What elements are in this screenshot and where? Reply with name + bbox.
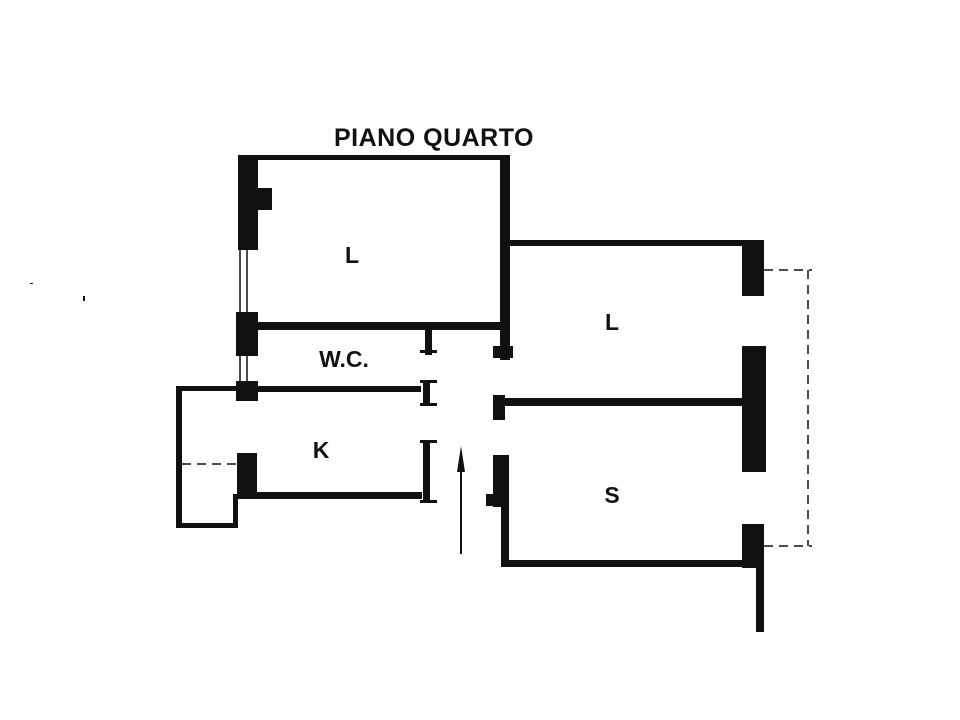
room-label-bathroom: W.C. — [319, 346, 369, 372]
floor-title: PIANO QUARTO — [334, 124, 534, 152]
room-label-living: S — [604, 482, 620, 508]
room-bedroom-right — [503, 240, 812, 546]
room-bathroom — [236, 330, 437, 406]
speck — [83, 296, 85, 301]
room-living — [501, 455, 812, 632]
room-kitchen — [176, 386, 437, 528]
speck — [30, 283, 33, 284]
room-bedroom-top — [236, 155, 510, 360]
room-label-kitchen: K — [312, 437, 330, 463]
room-label-bedroom-top: L — [344, 242, 360, 268]
room-label-bedroom-right: L — [604, 309, 620, 335]
